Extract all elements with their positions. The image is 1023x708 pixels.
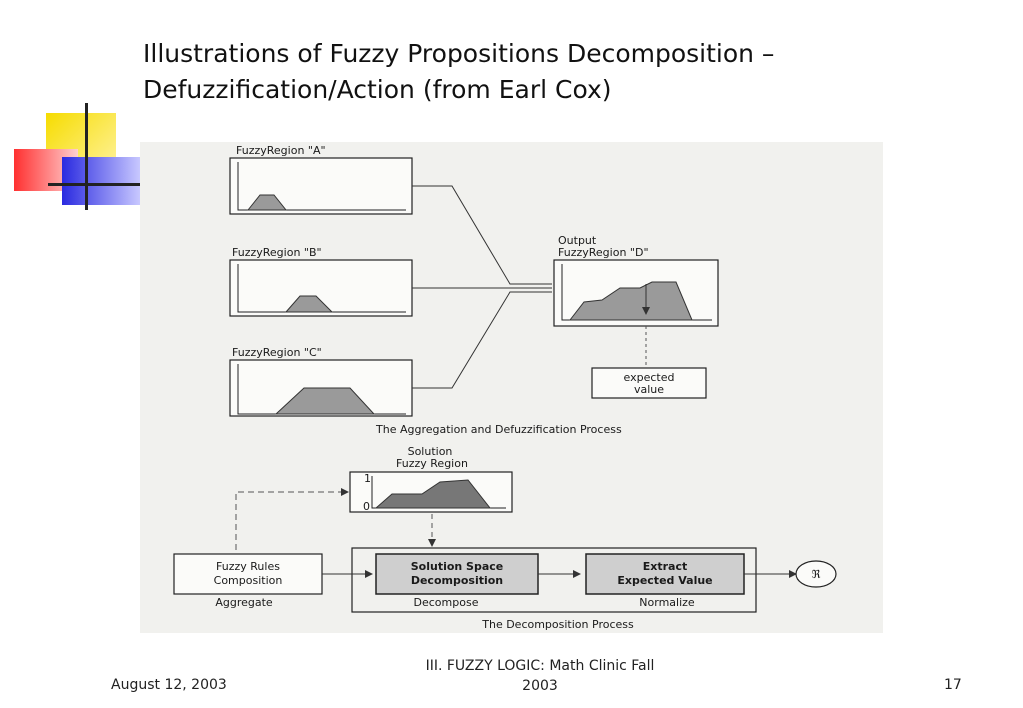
fuzzy-rules-box [173, 553, 323, 595]
decomposition-box [375, 553, 539, 595]
decompose-label: Decompose [414, 596, 479, 609]
connector-a [412, 185, 552, 285]
solution-axis-one: 1 [364, 472, 371, 485]
output-label-1: Output [558, 234, 597, 247]
region-a-axes [237, 162, 406, 211]
decomposition-process-frame [351, 547, 757, 613]
fuzzy-process-diagram: FuzzyRegion "A" FuzzyRegion "B" FuzzyReg… [173, 144, 837, 631]
extract-line-2: Expected Value [617, 574, 712, 587]
expected-value-line-2: value [634, 383, 664, 396]
fuzzy-rules-line-1: Fuzzy Rules [216, 560, 280, 573]
rules-to-solution-dashed [235, 488, 349, 550]
title-line-1: Illustrations of Fuzzy Propositions Deco… [143, 39, 775, 68]
decor-horizontal-line [48, 183, 140, 186]
solution-axis-zero: 0 [363, 500, 370, 513]
output-label-2: FuzzyRegion "D" [558, 246, 649, 259]
region-c-label: FuzzyRegion "C" [232, 346, 322, 359]
region-b-axes [237, 264, 406, 313]
footer-date: August 12, 2003 [111, 677, 227, 693]
normalize-label: Normalize [639, 596, 695, 609]
solution-region-shape [374, 479, 492, 509]
slide-title: Illustrations of Fuzzy Propositions Deco… [143, 36, 1003, 108]
decor-vertical-line [85, 103, 88, 210]
aggregation-caption: The Aggregation and Defuzzification Proc… [375, 423, 622, 436]
title-line-2: Defuzzification/Action (from Earl Cox) [143, 75, 612, 104]
aggregate-label: Aggregate [215, 596, 273, 609]
extract-line-1: Extract [643, 560, 688, 573]
fuzzy-rules-line-2: Composition [214, 574, 283, 587]
footer-center-line-1: III. FUZZY LOGIC: Math Clinic Fall [425, 658, 655, 674]
real-number-circle [795, 560, 837, 588]
scanned-figure: FuzzyRegion "A" FuzzyRegion "B" FuzzyReg… [140, 142, 883, 633]
region-b-shape [284, 295, 334, 313]
decomposition-line-1: Solution Space [411, 560, 504, 573]
footer-center-line-2: 2003 [522, 678, 558, 694]
expected-value-box [591, 367, 707, 399]
decor-blue-square [62, 157, 140, 205]
region-a-label: FuzzyRegion "A" [236, 144, 326, 157]
footer-center: III. FUZZY LOGIC: Math Clinic Fall 2003 [380, 656, 700, 696]
decomposition-caption: The Decomposition Process [481, 618, 634, 631]
footer-page-number: 17 [944, 677, 962, 693]
solution-label-1: Solution [408, 445, 453, 458]
region-a-shape [246, 194, 288, 211]
expected-value-line-1: expected [624, 371, 675, 384]
output-region-shape [568, 281, 693, 321]
region-c-shape [274, 387, 376, 415]
real-number-symbol: ℜ [812, 568, 821, 581]
solution-label-2: Fuzzy Region [396, 457, 468, 470]
connector-c [412, 291, 552, 389]
decomposition-line-2: Decomposition [411, 574, 503, 587]
region-b-label: FuzzyRegion "B" [232, 246, 322, 259]
